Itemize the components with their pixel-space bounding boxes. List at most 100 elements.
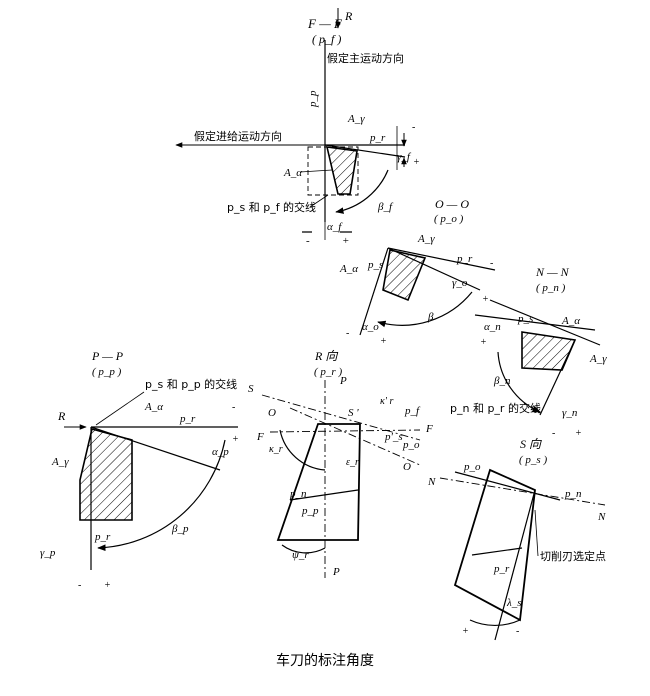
s-tool-outline <box>453 468 536 622</box>
ff-intersection-label: p_s 和 p_f 的交线 <box>227 200 316 214</box>
oo-alpha-o-label: α_o <box>362 321 379 333</box>
nn-view-title: N — N <box>535 265 570 279</box>
ff-beta-f-label: β_f <box>377 201 394 213</box>
svg-text:+: + <box>482 294 489 305</box>
pp-tool-section <box>79 428 133 521</box>
r-pf-label: p_f <box>404 405 421 417</box>
r-kappa-r-label: κ_r <box>269 444 283 455</box>
svg-text:-: - <box>78 580 81 591</box>
s-lambda-s-label: λ_s <box>506 597 522 609</box>
oo-view-plane: ( p_o ) <box>434 213 464 225</box>
r-pp-label: p_p <box>301 505 319 517</box>
main-motion-label: 假定主运动方向 <box>327 51 404 65</box>
svg-text:S: S <box>248 383 254 395</box>
ff-a-alpha-label: A_α <box>283 167 302 179</box>
r-view-plane: ( p_r ) <box>314 366 342 378</box>
r-epsilon-r-label: ε_r <box>346 457 359 468</box>
ff-a-gamma-label: A_γ <box>347 113 365 125</box>
r-s-axis <box>261 394 421 441</box>
oo-pr-line <box>387 247 496 271</box>
ff-r-label: R <box>344 9 353 23</box>
ff-view: F — F ( p_f ) R 假定主运动方向 p_p 假定进给运动方向 p_r… <box>175 8 420 247</box>
pp-view: P — P ( p_p ) p_s 和 p_p 的交线 R A_α p_r A_… <box>40 349 239 591</box>
r-view: R 向 ( p_r ) S O F P P S ' κ' r p_f F p'_… <box>248 349 433 578</box>
beta-f-arc <box>335 169 389 214</box>
svg-text:+: + <box>342 235 349 247</box>
svg-text:-: - <box>516 626 519 637</box>
ff-pr-label: p_r <box>369 132 386 144</box>
pp-alpha-p-label: α_p <box>212 446 229 458</box>
kappa-r-arc <box>279 429 326 471</box>
ff-rake-line <box>324 144 406 158</box>
ff-gamma-f-label: γ_f <box>397 151 412 163</box>
svg-text:N: N <box>427 476 436 488</box>
nn-beta-n-label: β_n <box>493 375 511 387</box>
oo-ps-label: p_s <box>367 259 383 271</box>
beta-arc <box>377 291 473 328</box>
s-view-title: S 向 <box>520 437 542 451</box>
svg-text:+: + <box>462 626 469 637</box>
beta-p-arc <box>97 439 226 552</box>
svg-text:P: P <box>339 375 347 387</box>
oo-a-alpha-label: A_α <box>339 263 358 275</box>
pp-intersection-label: p_s 和 p_p 的交线 <box>145 377 237 391</box>
s-view: S 向 ( p_s ) N p_o p_n N p_r 切削刃选定点 λ_s +… <box>427 437 606 641</box>
nn-alpha-n-label: α_n <box>484 321 501 333</box>
s-po-line <box>454 471 561 501</box>
svg-text:-: - <box>490 258 493 269</box>
svg-text:-: - <box>232 402 235 413</box>
pp-beta-p-label: β_p <box>171 523 189 535</box>
oo-ps-line <box>359 247 389 336</box>
svg-text:-: - <box>346 328 349 339</box>
svg-text:-: - <box>552 428 555 439</box>
r-po-label: p_o <box>402 439 420 451</box>
oo-view-title: O — O <box>435 197 469 211</box>
s-pn-label: p_n <box>564 488 582 500</box>
s-pr-label: p_r <box>493 563 510 575</box>
s-n-axis <box>439 477 606 506</box>
r-view-title: R 向 <box>314 349 338 363</box>
ff-pp-label: p_p <box>307 90 319 108</box>
pp-a-alpha-label: A_α <box>144 401 163 413</box>
nn-view: N — N ( p_n ) p_s A_α α_n A_γ β_n γ_n p_… <box>450 265 607 439</box>
s-po-label: p_o <box>463 461 481 473</box>
nn-intersection-label: p_n 和 p_r 的交线 <box>450 401 541 415</box>
pp-pr2-label: p_r <box>94 531 111 543</box>
svg-text:-: - <box>306 235 310 247</box>
r-f-axis <box>269 429 421 433</box>
svg-text:+: + <box>575 428 582 439</box>
nn-a-gamma-label: A_γ <box>589 353 607 365</box>
ff-tool-section <box>325 146 358 195</box>
nn-view-plane: ( p_n ) <box>536 282 566 294</box>
s-view-plane: ( p_s ) <box>519 454 547 466</box>
svg-text:N: N <box>597 511 606 523</box>
svg-text:F: F <box>425 423 433 435</box>
feed-motion-label: 假定进给运动方向 <box>194 129 282 143</box>
pp-a-gamma-label: A_γ <box>51 456 69 468</box>
oo-view: O — O ( p_o ) p_s A_γ p_r A_α γ_o β α_o … <box>339 197 496 347</box>
svg-text:O: O <box>403 461 411 473</box>
pp-r-label: R <box>57 409 66 423</box>
beta-n-arc <box>497 351 541 413</box>
nn-ps-label: p_s <box>517 313 533 325</box>
nn-ps-line <box>474 314 596 331</box>
pp-view-plane: ( p_p ) <box>92 366 122 378</box>
nn-gamma-n-label: γ_n <box>562 407 578 419</box>
oo-a-gamma-label: A_γ <box>417 233 435 245</box>
pp-pr-label: p_r <box>179 413 196 425</box>
nn-a-alpha-label: A_α <box>561 315 580 327</box>
svg-text:-: - <box>412 122 415 133</box>
nn-tool-section <box>521 331 577 371</box>
svg-text:+: + <box>480 337 487 348</box>
oo-gamma-o-label: γ_o <box>452 277 468 289</box>
figure-caption: 车刀的标注角度 <box>276 653 374 669</box>
ff-view-title: F — F <box>307 16 343 31</box>
r-tool-outline <box>276 423 361 541</box>
ff-view-plane: ( p_f ) <box>312 32 341 46</box>
r-s-prime-label: S ' <box>348 407 359 419</box>
svg-text:P: P <box>332 566 340 578</box>
nn-pr-line <box>489 299 601 346</box>
psi-r-arc <box>281 544 326 554</box>
pp-view-title: P — P <box>91 349 124 363</box>
